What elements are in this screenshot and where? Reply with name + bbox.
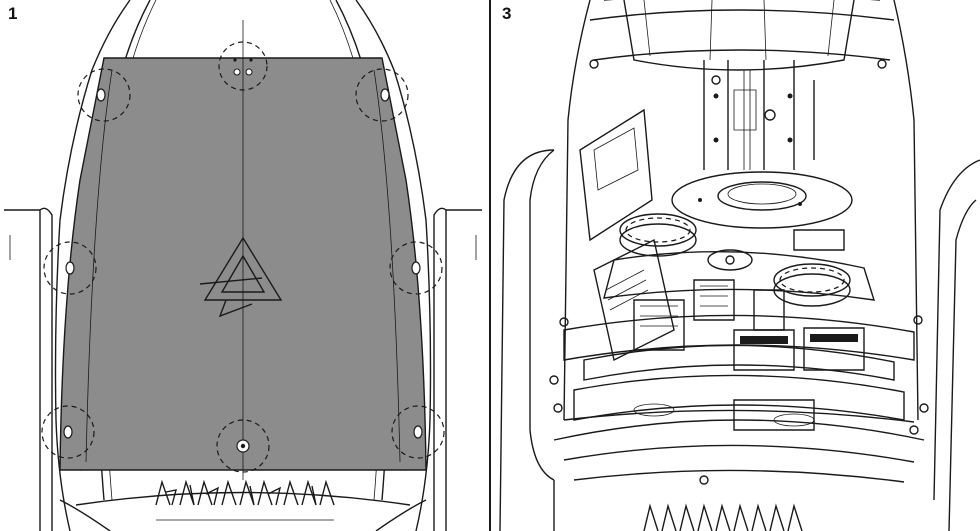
- brand-lettering: [155, 479, 335, 521]
- front-lens-housing: [623, 0, 855, 71]
- gobo-wheel-right: [773, 263, 851, 307]
- gobo-wheel-left: [619, 213, 697, 257]
- panel-divider: [489, 0, 491, 531]
- screw-bottom-center: [216, 419, 270, 473]
- open-head-diagram: [499, 0, 980, 531]
- cover-diagram: [4, 0, 482, 531]
- driver-board: [579, 108, 675, 362]
- step-number: 1: [8, 4, 18, 23]
- screw-top-left: [77, 68, 131, 122]
- screw-icon: [549, 59, 929, 485]
- step-number: 3: [502, 4, 512, 23]
- housing-outline: [499, 0, 980, 531]
- step-1-panel: 1: [0, 0, 486, 531]
- top-disc: [671, 171, 853, 229]
- screw-bottom-right: [391, 405, 445, 459]
- screw-mid-right: [389, 241, 443, 295]
- rails: [703, 60, 815, 170]
- base-disc: [553, 374, 925, 483]
- screw-top-center: [218, 41, 268, 91]
- motor-assemblies: [563, 299, 915, 381]
- triangle-logo-icon: [199, 236, 283, 318]
- screw-mid-left: [43, 241, 97, 295]
- step-3-panel: 3: [494, 0, 980, 531]
- screw-top-right: [355, 68, 409, 122]
- brand-lettering: [643, 503, 803, 531]
- screw-bottom-left: [41, 405, 95, 459]
